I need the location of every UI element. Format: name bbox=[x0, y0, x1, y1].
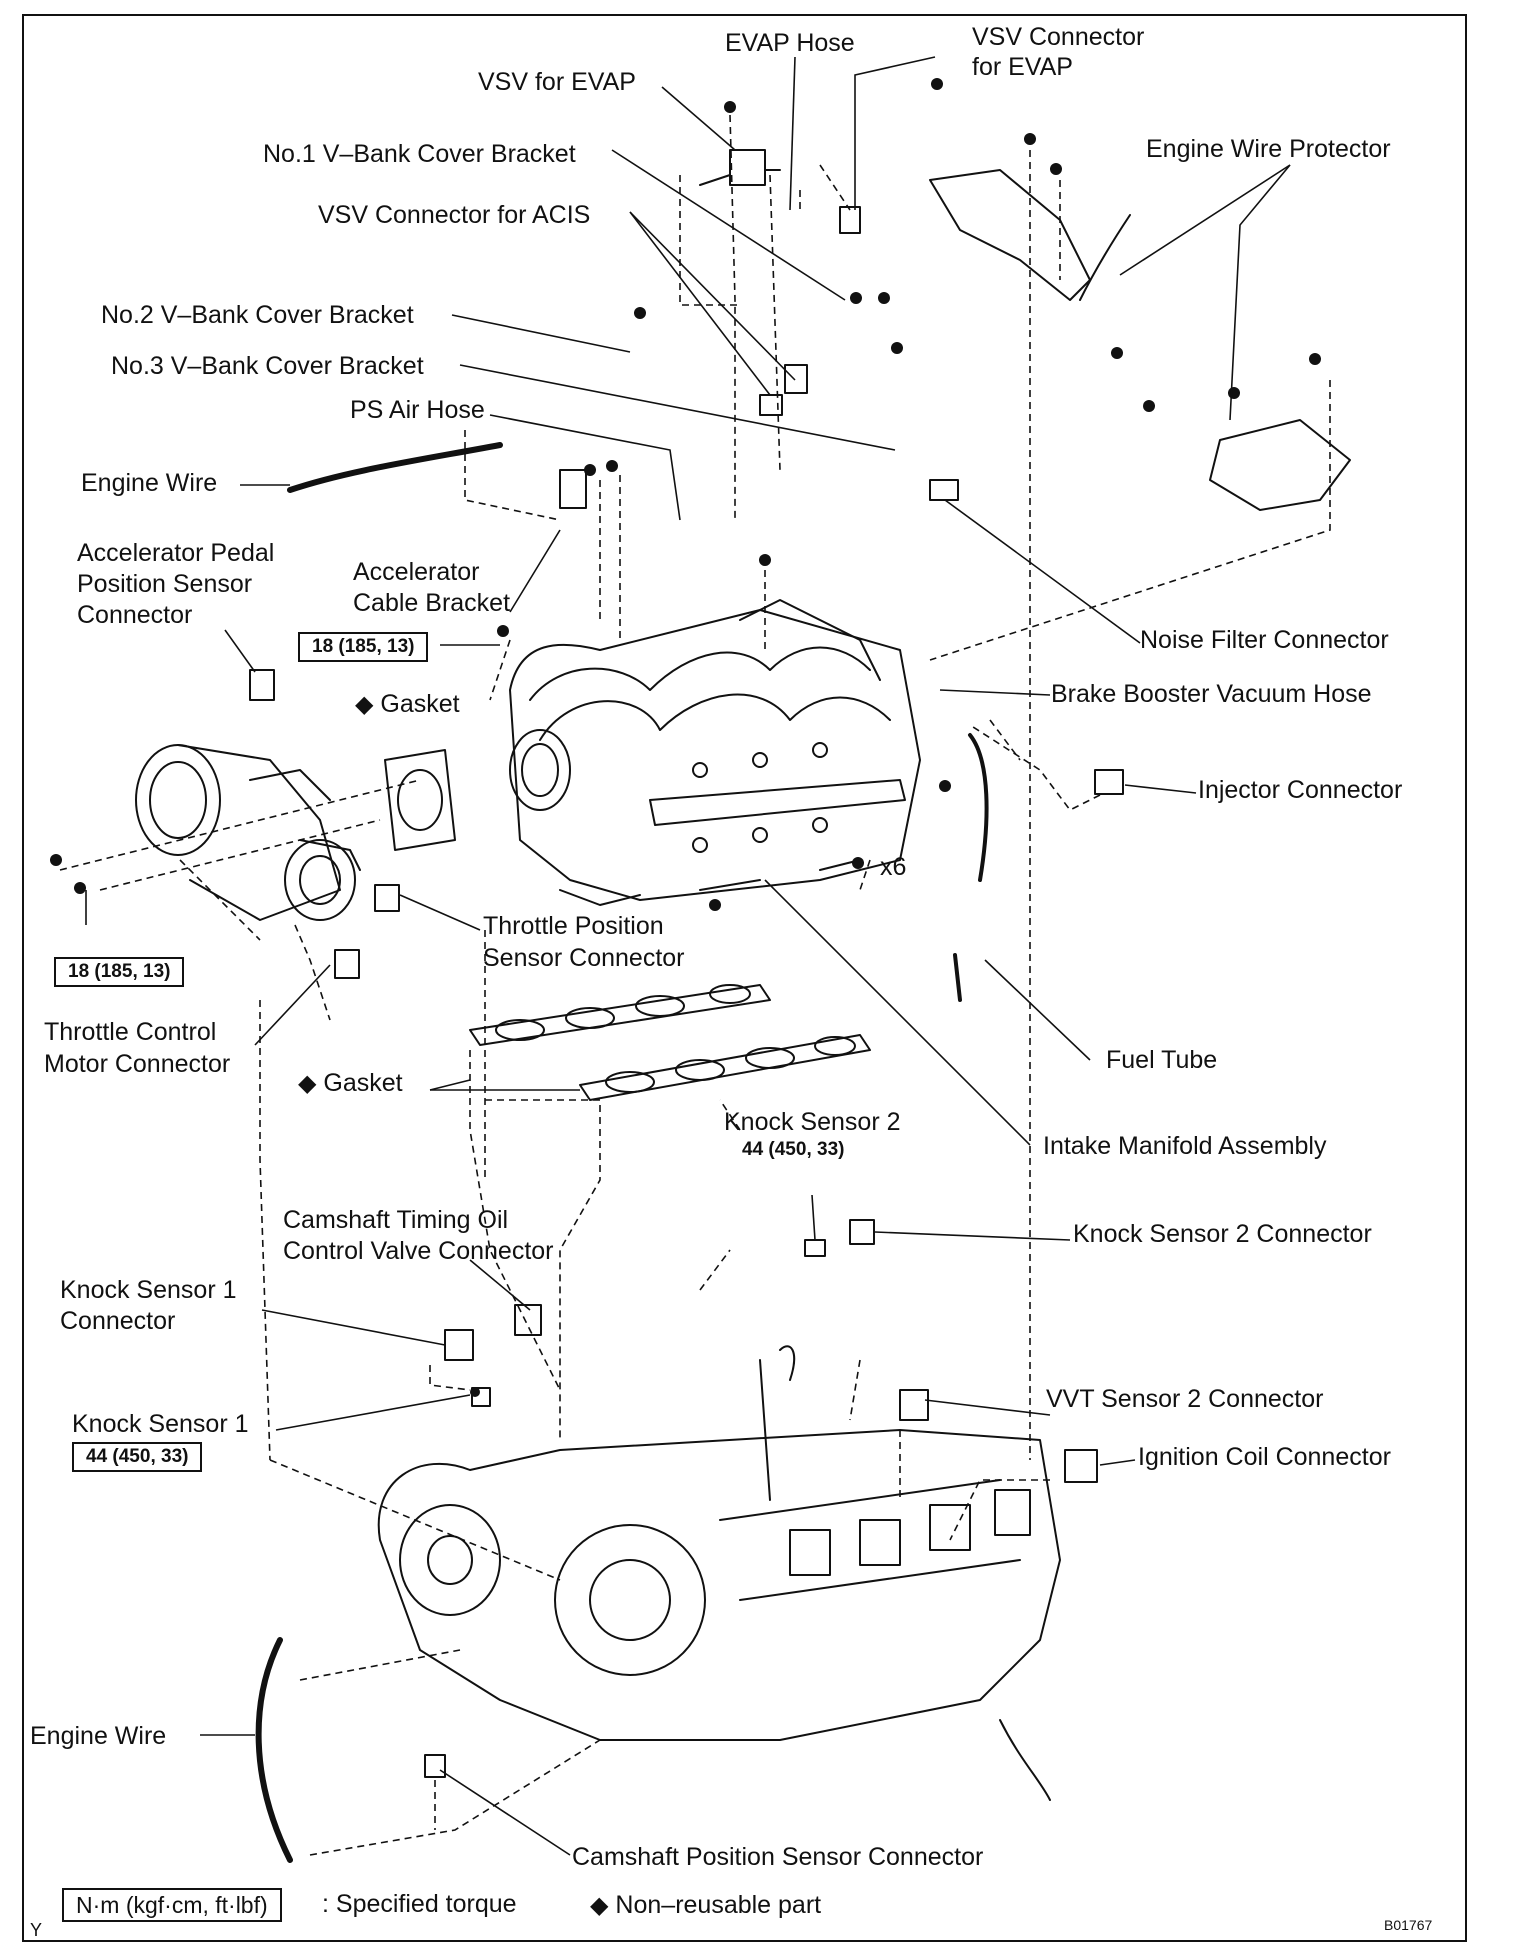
label-throttle-motor-1: Throttle Control bbox=[44, 1018, 217, 1046]
label-knock-sensor-2-connector: Knock Sensor 2 Connector bbox=[1073, 1220, 1372, 1248]
label-engine-wire-protector: Engine Wire Protector bbox=[1146, 135, 1391, 163]
engine-wire-protector-drawing bbox=[929, 169, 1351, 511]
label-noise-filter: Noise Filter Connector bbox=[1140, 626, 1389, 654]
torque-box-knock-sensor-1: 44 (450, 33) bbox=[72, 1442, 203, 1472]
vsv-evap-drawing bbox=[699, 149, 781, 186]
torque-box-throttle-body: 18 (185, 13) bbox=[54, 957, 185, 987]
label-knock-1-connector-2: Connector bbox=[60, 1307, 176, 1335]
legend-torque-unit-box: N·m (kgf·cm, ft·lbf) bbox=[62, 1888, 282, 1922]
legend-torque-text: : Specified torque bbox=[322, 1890, 517, 1918]
label-no3-bracket: No.3 V–Bank Cover Bracket bbox=[111, 352, 424, 380]
throttle-gasket-drawing bbox=[384, 749, 456, 851]
fuel-tube-drawing bbox=[968, 733, 989, 882]
label-accel-pedal-1: Accelerator Pedal bbox=[77, 539, 275, 567]
label-ps-air-hose: PS Air Hose bbox=[350, 396, 485, 424]
label-accel-pedal-3: Connector bbox=[77, 601, 193, 629]
label-gasket-bottom: ◆ Gasket bbox=[298, 1069, 403, 1097]
label-brake-booster: Brake Booster Vacuum Hose bbox=[1051, 680, 1372, 708]
diamond-icon: ◆ bbox=[298, 1070, 317, 1097]
connectors-drawing bbox=[249, 206, 1124, 1778]
label-knock-sensor-1: Knock Sensor 1 bbox=[72, 1410, 249, 1438]
label-accel-pedal-2: Position Sensor bbox=[77, 570, 253, 598]
label-intake-manifold: Intake Manifold Assembly bbox=[1043, 1132, 1327, 1160]
label-accel-cable-2: Cable Bracket bbox=[353, 589, 511, 617]
label-x6: x6 bbox=[880, 853, 907, 881]
intake-manifold-drawing bbox=[509, 599, 921, 906]
label-vsv-connector-evap-2: for EVAP bbox=[972, 53, 1073, 81]
label-vsv-connector-acis: VSV Connector for ACIS bbox=[318, 201, 591, 229]
label-tps-1: Throttle Position bbox=[483, 912, 664, 940]
corner-letter: Y bbox=[30, 1920, 43, 1940]
torque-box-bracket: 18 (185, 13) bbox=[298, 632, 429, 662]
label-camshaft-ocv-1: Camshaft Timing Oil bbox=[283, 1206, 509, 1234]
label-camshaft-ocv-2: Control Valve Connector bbox=[283, 1237, 554, 1265]
label-vsv-for-evap: VSV for EVAP bbox=[478, 68, 636, 96]
engine-wire-top-drawing bbox=[287, 442, 503, 493]
label-vsv-connector-evap-1: VSV Connector bbox=[972, 23, 1145, 51]
label-camshaft-position: Camshaft Position Sensor Connector bbox=[572, 1843, 984, 1871]
label-gasket-top: ◆ Gasket bbox=[355, 690, 460, 718]
figure-code: B01767 bbox=[1384, 1917, 1433, 1933]
assembly-lines bbox=[59, 114, 1331, 1856]
label-evap-hose: EVAP Hose bbox=[725, 29, 855, 57]
label-throttle-motor-2: Motor Connector bbox=[44, 1050, 231, 1078]
diamond-icon: ◆ bbox=[355, 691, 374, 718]
label-knock-sensor-2: Knock Sensor 2 bbox=[724, 1108, 901, 1136]
label-knock-1-connector-1: Knock Sensor 1 bbox=[60, 1276, 237, 1304]
label-no1-bracket: No.1 V–Bank Cover Bracket bbox=[263, 140, 576, 168]
torque-knock-sensor-2: 44 (450, 33) bbox=[742, 1139, 845, 1160]
label-ignition-coil: Ignition Coil Connector bbox=[1138, 1443, 1391, 1471]
engine-block-drawing bbox=[377, 1345, 1061, 1801]
label-tps-2: Sensor Connector bbox=[483, 944, 685, 972]
label-no2-bracket: No.2 V–Bank Cover Bracket bbox=[101, 301, 414, 329]
diamond-icon: ◆ bbox=[590, 1892, 609, 1919]
label-engine-wire-top: Engine Wire bbox=[81, 469, 218, 497]
label-injector-connector: Injector Connector bbox=[1198, 776, 1403, 804]
label-accel-cable-1: Accelerator bbox=[353, 558, 480, 586]
label-fuel-tube: Fuel Tube bbox=[1106, 1046, 1218, 1074]
engine-wire-bottom-drawing bbox=[255, 1637, 293, 1863]
bolts-drawing bbox=[50, 78, 1321, 1397]
diagram-frame bbox=[22, 14, 1467, 1942]
throttle-body-drawing bbox=[135, 744, 361, 921]
label-vvt-sensor-2: VVT Sensor 2 Connector bbox=[1046, 1385, 1324, 1413]
label-engine-wire-bottom: Engine Wire bbox=[30, 1722, 167, 1750]
manifold-gaskets-drawing bbox=[469, 984, 871, 1101]
leader-lines bbox=[85, 56, 1291, 1856]
legend-nonreusable: ◆ Non–reusable part bbox=[590, 1891, 822, 1919]
